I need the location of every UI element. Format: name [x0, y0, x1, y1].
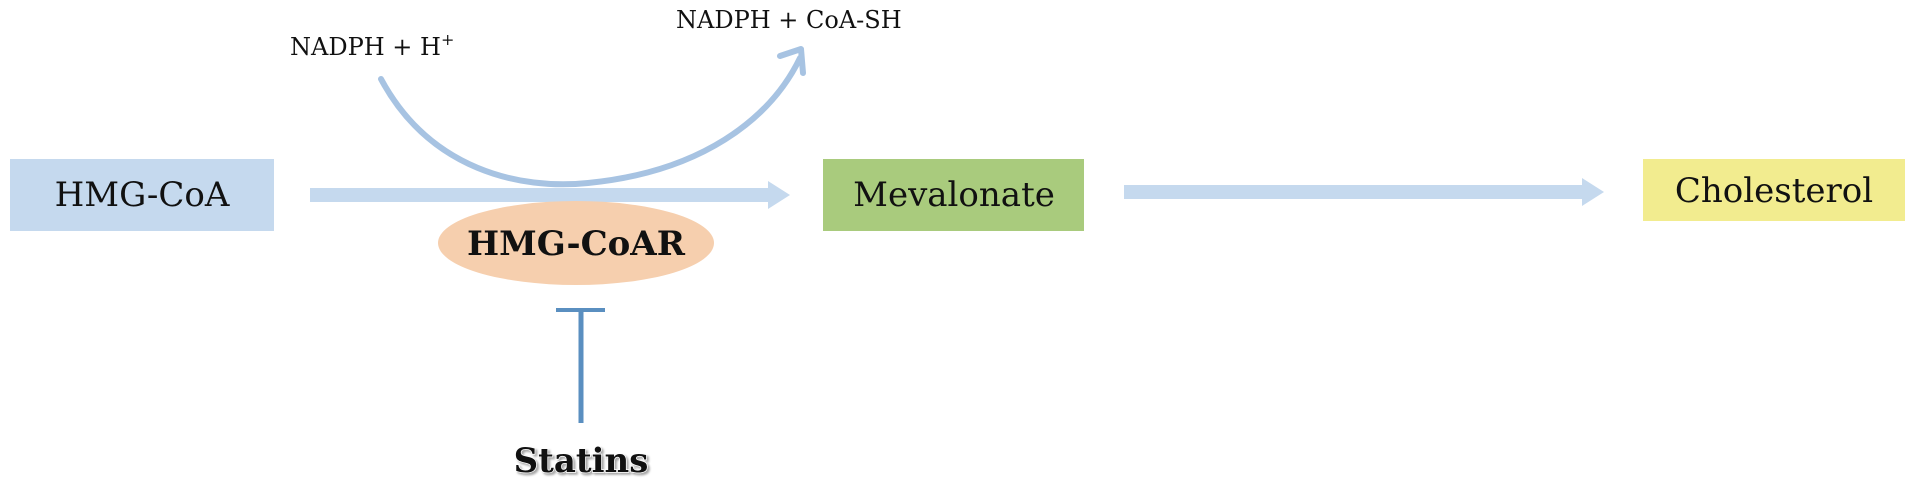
cofactor-in-label: NADPH + H+ — [290, 30, 454, 61]
cholesterol-label: Cholesterol — [1675, 171, 1873, 211]
mevalonate-node: Mevalonate — [823, 159, 1084, 231]
cofactor-out-label: NADPH + CoA-SH — [676, 6, 902, 34]
cholesterol-node: Cholesterol — [1643, 159, 1905, 221]
cofactor-arrow — [378, 46, 806, 188]
reaction-arrow-2-shaft — [1124, 185, 1588, 199]
cholesterol-box — [1643, 159, 1905, 221]
hmg-coa-box — [10, 159, 274, 231]
hmg-coar-label: HMG-CoAR — [467, 224, 686, 264]
cofactor-arrowhead — [777, 46, 806, 76]
reaction-arrow-1 — [310, 181, 790, 209]
hmg-coa-node: HMG-CoA — [10, 159, 274, 231]
reaction-arrow-2 — [1124, 178, 1604, 206]
cofactor-in-text: NADPH + H — [290, 33, 441, 61]
hmg-coa-label: HMG-CoA — [55, 175, 230, 215]
statins-label: Statins — [514, 441, 649, 481]
mevalonate-box — [823, 159, 1084, 231]
hmg-coar-ellipse — [438, 201, 714, 285]
inhibition-symbol — [556, 308, 605, 423]
cofactor-curve — [378, 55, 803, 188]
cofactor-in-superscript: + — [441, 30, 454, 49]
reaction-arrow-1-shaft — [310, 188, 776, 202]
mevalonate-label: Mevalonate — [853, 175, 1055, 215]
reaction-arrow-1-head — [768, 181, 790, 209]
hmg-coar-node: HMG-CoAR — [438, 201, 714, 285]
reaction-arrow-2-head — [1582, 178, 1604, 206]
